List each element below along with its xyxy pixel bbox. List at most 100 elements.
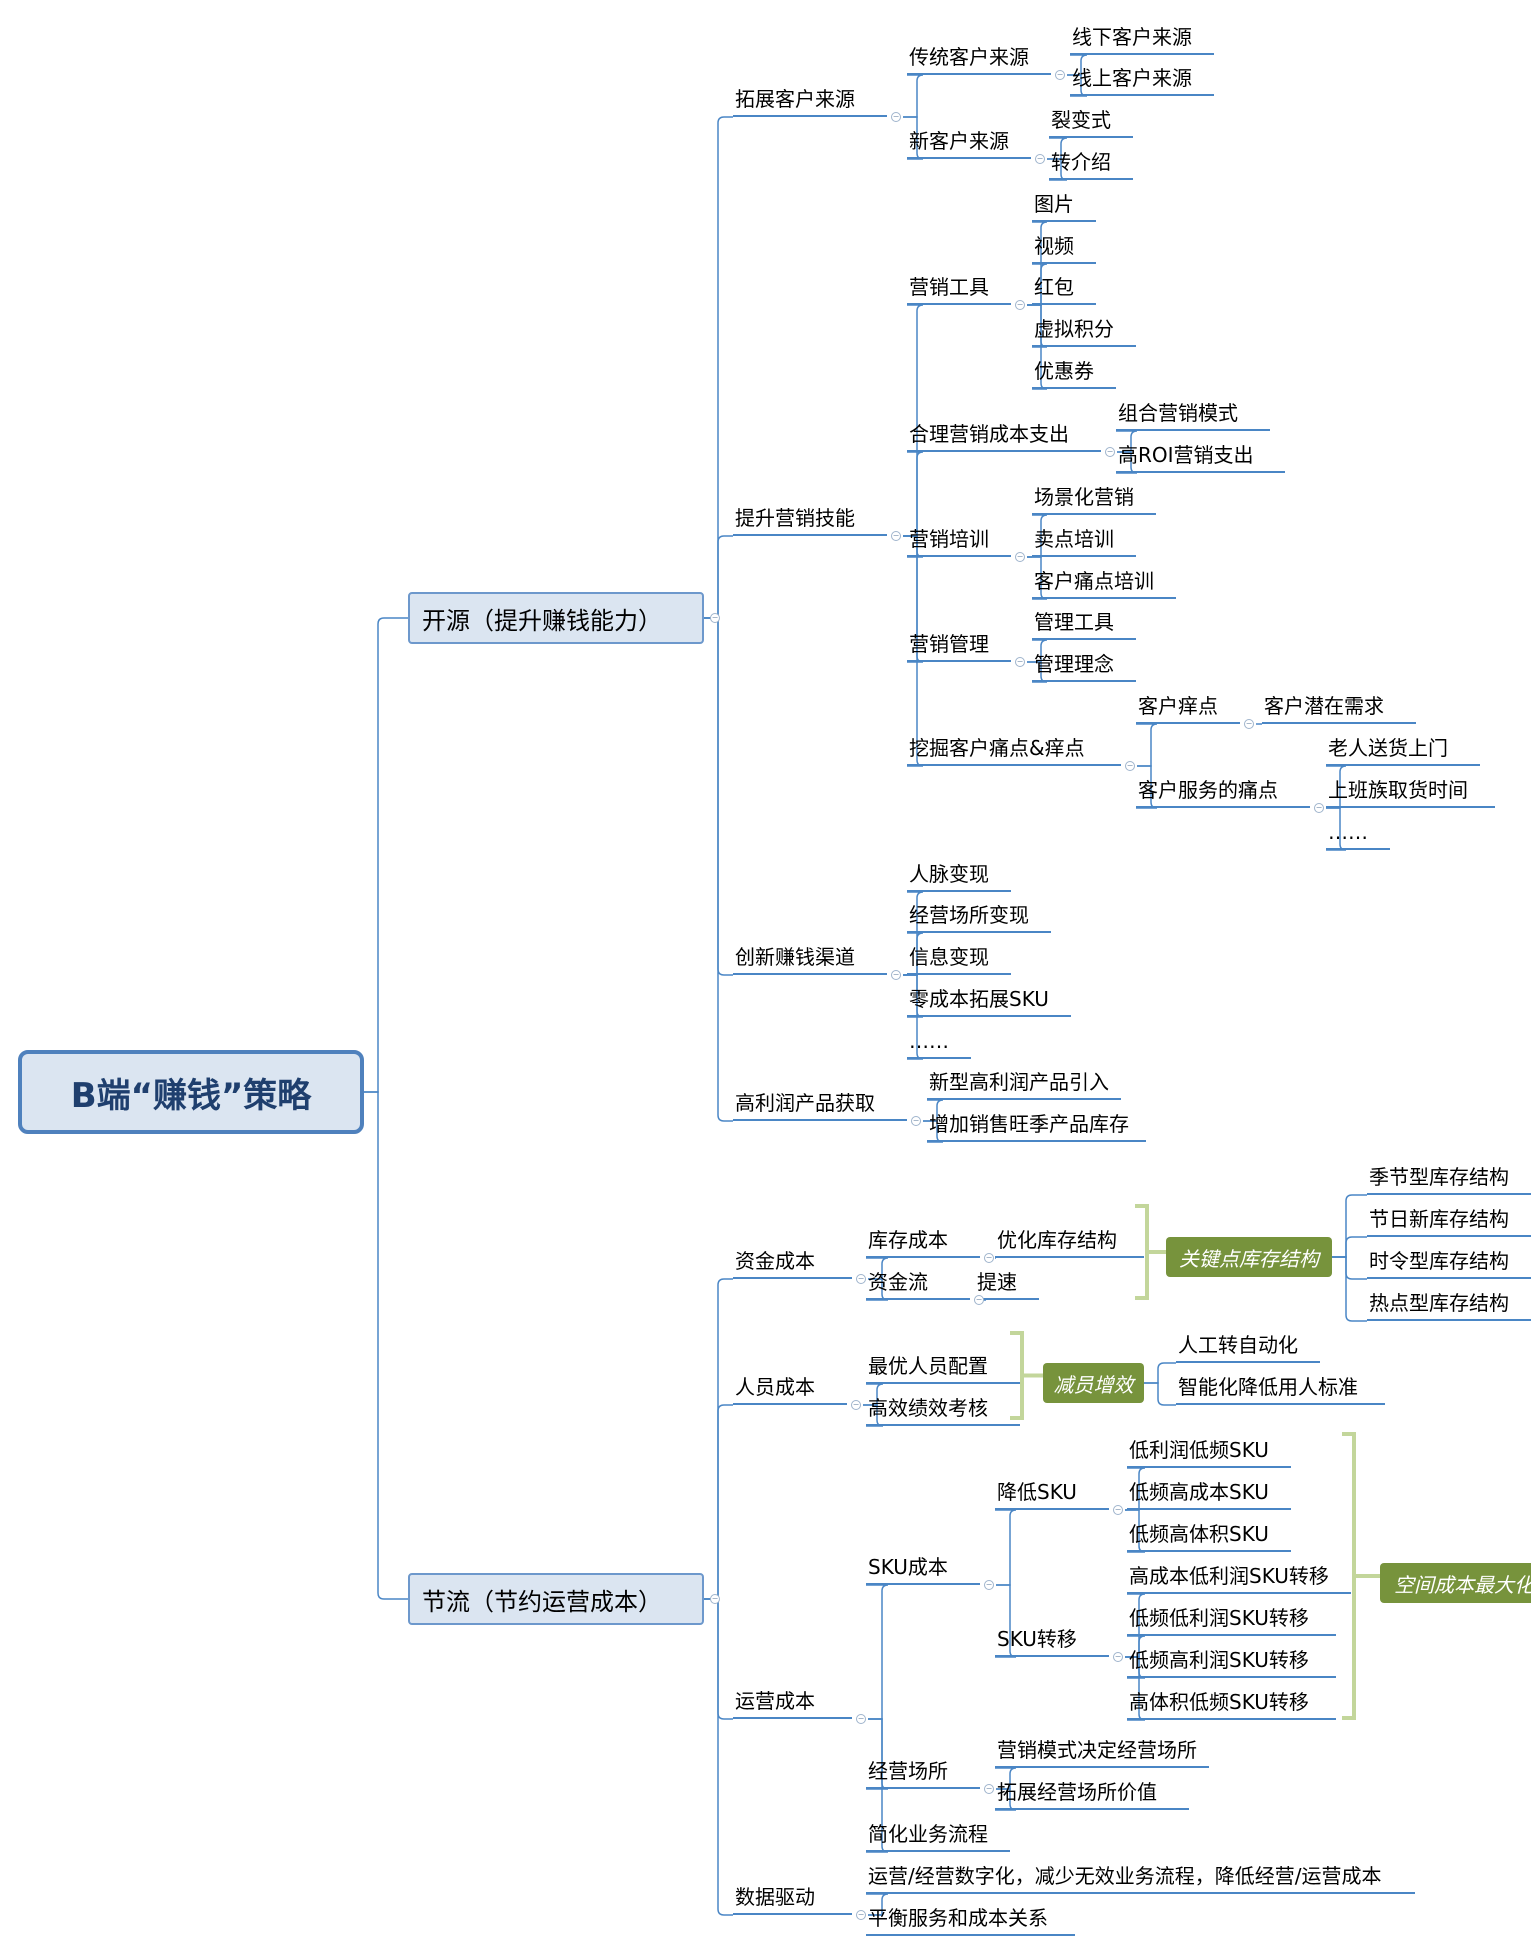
branch-jieliu[interactable]: 节流（节约运营成本）	[408, 1573, 704, 1625]
topic-peixun[interactable]: 营销培训	[907, 526, 1011, 557]
topic-redian[interactable]: 热点型库存结构	[1367, 1290, 1531, 1321]
topic-jingying[interactable]: 经营场所变现	[907, 902, 1051, 933]
topic-zijinliu[interactable]: 资金流	[866, 1269, 970, 1300]
collapse-toggle-icon[interactable]: −	[856, 1910, 866, 1920]
topic-jianhua[interactable]: 简化业务流程	[866, 1821, 1010, 1852]
topic-zhuanyi[interactable]: SKU转移	[995, 1626, 1109, 1657]
topic-zuiyou[interactable]: 最优人员配置	[866, 1353, 1020, 1384]
topic-xuni[interactable]: 虚拟积分	[1032, 316, 1136, 347]
topic-xinxing[interactable]: 新型高利润产品引入	[927, 1069, 1121, 1100]
collapse-toggle-icon[interactable]: −	[911, 1116, 921, 1126]
topic-dpgl[interactable]: 低频高利润SKU转移	[1127, 1647, 1336, 1678]
topic-dlr[interactable]: 低利润低频SKU	[1127, 1437, 1291, 1468]
topic-gaoxiao[interactable]: 高效绩效考核	[866, 1395, 1020, 1426]
topic-tupian[interactable]: 图片	[1032, 191, 1096, 222]
topic-gaoroi[interactable]: 高ROI营销支出	[1116, 442, 1285, 473]
topic-sku[interactable]: SKU成本	[866, 1554, 980, 1585]
collapse-toggle-icon[interactable]: −	[1015, 552, 1025, 562]
topic-gtdp[interactable]: 高体积低频SKU转移	[1127, 1689, 1336, 1720]
topic-zhineng[interactable]: 智能化降低用人标准	[1176, 1374, 1385, 1405]
topic-xinkehu[interactable]: 新客户来源	[907, 128, 1031, 159]
topic-renmai[interactable]: 人脉变现	[907, 861, 1011, 892]
topic-shuju[interactable]: 数据驱动	[733, 1884, 852, 1915]
collapse-toggle-icon[interactable]: −	[984, 1253, 994, 1263]
collapse-toggle-icon[interactable]: −	[1125, 761, 1135, 771]
topic-youhui[interactable]: 优惠券	[1032, 358, 1116, 389]
topic-jiangdi[interactable]: 降低SKU	[995, 1479, 1109, 1510]
topic-dpdl[interactable]: 低频低利润SKU转移	[1127, 1605, 1336, 1636]
topic-guanli[interactable]: 营销管理	[907, 631, 1011, 662]
topic-lingchengben[interactable]: 零成本拓展SKU	[907, 986, 1071, 1017]
topic-dpgt[interactable]: 低频高体积SKU	[1127, 1521, 1291, 1552]
topic-hongbao[interactable]: 红包	[1032, 274, 1096, 305]
collapse-toggle-icon[interactable]: −	[1015, 657, 1025, 667]
topic-tisu[interactable]: 提速	[975, 1269, 1039, 1300]
topic-jijie[interactable]: 季节型库存结构	[1367, 1164, 1531, 1195]
topic-yxgj[interactable]: 营销工具	[907, 274, 1011, 305]
topic-qianzai[interactable]: 客户潜在需求	[1262, 693, 1416, 724]
summary-kucun-jiegou[interactable]: 关键点库存结构	[1166, 1237, 1332, 1277]
root-topic[interactable]: B端“赚钱”策略	[18, 1050, 364, 1134]
collapse-toggle-icon[interactable]: −	[1035, 154, 1045, 164]
collapse-toggle-icon[interactable]: −	[1314, 803, 1324, 813]
topic-maidian[interactable]: 卖点培训	[1032, 526, 1136, 557]
topic-xianshang[interactable]: 线上客户来源	[1070, 65, 1214, 96]
topic-jieri[interactable]: 节日新库存结构	[1367, 1206, 1531, 1237]
topic-zijin[interactable]: 资金成本	[733, 1248, 852, 1279]
topic-szh[interactable]: 运营/经营数字化，减少无效业务流程，降低经营/运营成本	[866, 1863, 1415, 1894]
collapse-toggle-icon[interactable]: −	[856, 1274, 866, 1284]
collapse-toggle-icon[interactable]: −	[1113, 1652, 1123, 1662]
collapse-toggle-icon[interactable]: −	[710, 1594, 720, 1604]
topic-chuantong[interactable]: 传统客户来源	[907, 44, 1051, 75]
topic-fuwu[interactable]: 客户服务的痛点	[1136, 777, 1310, 808]
topic-zhuanjie[interactable]: 转介绍	[1049, 149, 1133, 180]
collapse-toggle-icon[interactable]: −	[891, 112, 901, 122]
topic-changjing[interactable]: 场景化营销	[1032, 484, 1156, 515]
topic-dots2[interactable]: ……	[907, 1028, 971, 1059]
topic-shipin[interactable]: 视频	[1032, 233, 1096, 264]
topic-jycs[interactable]: 经营场所	[866, 1758, 980, 1789]
topic-tisheng[interactable]: 提升营销技能	[733, 505, 887, 536]
topic-glgj[interactable]: 管理工具	[1032, 609, 1136, 640]
topic-tzcs[interactable]: 拓展经营场所价值	[995, 1779, 1189, 1810]
topic-dpgc[interactable]: 低频高成本SKU	[1127, 1479, 1291, 1510]
topic-gcdl[interactable]: 高成本低利润SKU转移	[1127, 1563, 1351, 1594]
topic-chuangxin[interactable]: 创新赚钱渠道	[733, 944, 887, 975]
collapse-toggle-icon[interactable]: −	[974, 1295, 984, 1305]
topic-youhua[interactable]: 优化库存结构	[995, 1227, 1144, 1258]
topic-xianxia[interactable]: 线下客户来源	[1070, 24, 1214, 55]
collapse-toggle-icon[interactable]: −	[710, 613, 720, 623]
branch-kaiyuan[interactable]: 开源（提升赚钱能力）	[408, 592, 704, 644]
collapse-toggle-icon[interactable]: −	[1015, 300, 1025, 310]
topic-zuhe[interactable]: 组合营销模式	[1116, 400, 1270, 431]
collapse-toggle-icon[interactable]: −	[891, 970, 901, 980]
collapse-toggle-icon[interactable]: −	[1105, 447, 1115, 457]
topic-shangban[interactable]: 上班族取货时间	[1326, 777, 1495, 808]
topic-laoren[interactable]: 老人送货上门	[1326, 735, 1480, 766]
collapse-toggle-icon[interactable]: −	[984, 1580, 994, 1590]
topic-gaolirun[interactable]: 高利润产品获取	[733, 1090, 907, 1121]
collapse-toggle-icon[interactable]: −	[1244, 719, 1254, 729]
topic-yangdian[interactable]: 客户痒点	[1136, 693, 1240, 724]
topic-dots1[interactable]: ……	[1326, 819, 1390, 850]
collapse-toggle-icon[interactable]: −	[1055, 70, 1065, 80]
collapse-toggle-icon[interactable]: −	[891, 531, 901, 541]
topic-tongdian[interactable]: 客户痛点培训	[1032, 568, 1176, 599]
topic-xinxi[interactable]: 信息变现	[907, 944, 1011, 975]
topic-kucun[interactable]: 库存成本	[866, 1227, 980, 1258]
summary-jianyuan-zengxiao[interactable]: 减员增效	[1043, 1363, 1144, 1403]
collapse-toggle-icon[interactable]: −	[1113, 1505, 1123, 1515]
topic-yunying[interactable]: 运营成本	[733, 1688, 852, 1719]
summary-kongjian-chengben[interactable]: 空间成本最大化	[1380, 1563, 1531, 1603]
topic-yxms[interactable]: 营销模式决定经营场所	[995, 1737, 1209, 1768]
topic-shiling[interactable]: 时令型库存结构	[1367, 1248, 1531, 1279]
topic-pingheng[interactable]: 平衡服务和成本关系	[866, 1905, 1075, 1936]
collapse-toggle-icon[interactable]: −	[851, 1400, 861, 1410]
topic-glln[interactable]: 管理理念	[1032, 651, 1136, 682]
topic-heli[interactable]: 合理营销成本支出	[907, 421, 1101, 452]
topic-tuozhan[interactable]: 拓展客户来源	[733, 86, 887, 117]
collapse-toggle-icon[interactable]: −	[984, 1784, 994, 1794]
topic-wajue[interactable]: 挖掘客户痛点&痒点	[907, 735, 1121, 766]
topic-liebian[interactable]: 裂变式	[1049, 107, 1133, 138]
topic-rengong[interactable]: 人工转自动化	[1176, 1332, 1320, 1363]
